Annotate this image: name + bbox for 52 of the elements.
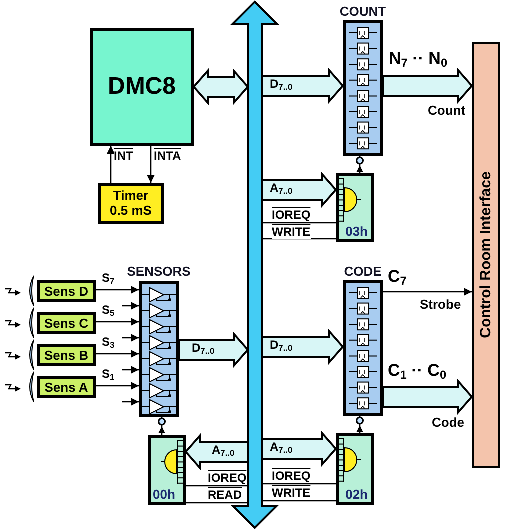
signal-arrow xyxy=(158,417,166,435)
signal-arrow xyxy=(356,416,364,433)
signal-arrow xyxy=(147,146,155,183)
output-label: Count xyxy=(428,104,466,117)
block-title: COUNT xyxy=(340,4,386,19)
signal-arrow xyxy=(383,288,472,296)
interface-panel xyxy=(472,42,500,468)
output-label: Code xyxy=(432,416,464,429)
signal-arrow xyxy=(356,156,364,173)
signal-arrow xyxy=(107,146,115,183)
block-title: SENSORS xyxy=(127,264,191,279)
edge-label: WRITE xyxy=(272,226,311,239)
address-label: 03h xyxy=(346,224,368,239)
signal-arrow xyxy=(96,286,139,294)
bus-transfer-arrow xyxy=(192,68,250,106)
signal-arrow xyxy=(122,302,139,310)
edge-label: INTA xyxy=(154,150,182,163)
bus-transfer-arrow xyxy=(382,378,474,416)
signal-arrow xyxy=(122,398,139,406)
signal-line xyxy=(262,500,336,502)
signal-line xyxy=(186,485,248,487)
address-label: 02h xyxy=(346,487,368,502)
edge-label: IOREQ xyxy=(272,470,311,483)
address-decoder xyxy=(148,435,186,505)
sensor-box: Sens D xyxy=(37,280,96,302)
address-decoder xyxy=(336,173,374,242)
box-label: Timer 0.5 mS xyxy=(109,189,153,218)
processor-box xyxy=(90,28,194,146)
block-title: CODE xyxy=(344,264,382,279)
panel-label: Control Room Interface xyxy=(478,172,494,338)
box-label: DMC8 xyxy=(108,74,176,100)
edge-label: READ xyxy=(208,489,242,502)
edge-label: WRITE xyxy=(272,487,311,500)
signal-arrow xyxy=(122,334,139,342)
signal-arrow xyxy=(96,318,139,326)
signal-arrow xyxy=(122,366,139,374)
timer-box xyxy=(98,183,164,224)
signal-line xyxy=(262,222,336,224)
address-decoder xyxy=(336,433,374,505)
edge-label: INT xyxy=(114,150,134,163)
signal-line xyxy=(262,238,336,240)
edge-label: IOREQ xyxy=(272,209,311,222)
address-label: 00h xyxy=(153,487,176,502)
bus-transfer-arrow xyxy=(382,67,474,105)
edge-label: IOREQ xyxy=(208,472,247,485)
sensor-box: Sens B xyxy=(37,344,96,366)
signal-arrow xyxy=(96,350,139,358)
signal-arrow xyxy=(96,382,139,390)
sensor-box: Sens A xyxy=(37,376,96,398)
sensor-box: Sens C xyxy=(37,312,96,334)
signal-line xyxy=(262,483,336,485)
output-label: Strobe xyxy=(420,298,462,311)
